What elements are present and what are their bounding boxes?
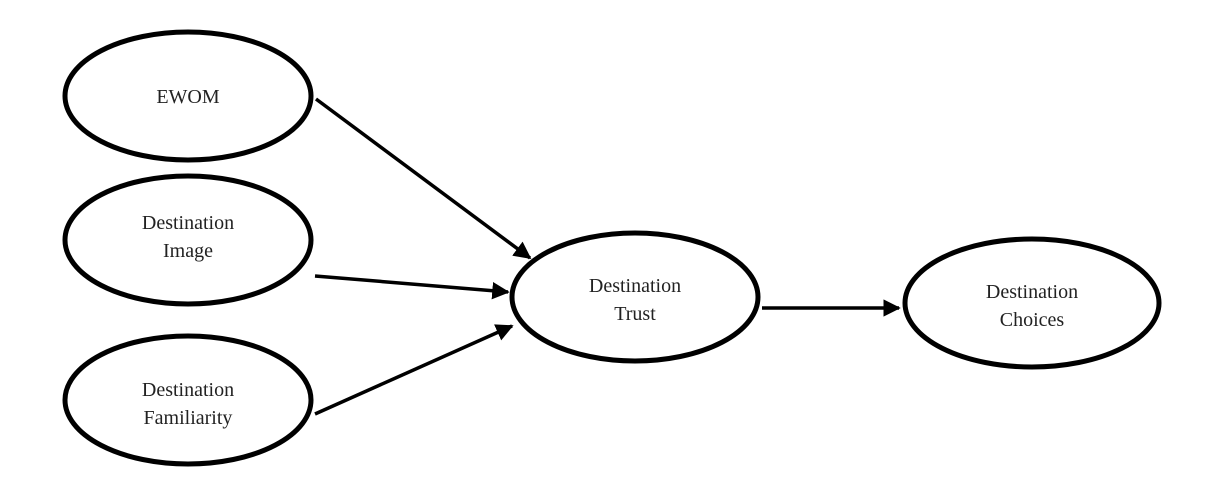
node-destination-choices: Destination Choices [902, 236, 1162, 370]
node-destination-trust-ellipse [509, 230, 761, 364]
node-destination-choices-label-line-1: Destination [986, 281, 1078, 303]
node-destination-trust-label-line-1: Destination [589, 275, 681, 297]
node-destination-image: Destination Image [62, 173, 314, 307]
node-destination-image-label-line-1: Destination [142, 212, 234, 234]
arrow-image-to-trust [314, 274, 510, 300]
node-ewom-label: EWOM [156, 86, 220, 108]
node-destination-familiarity-ellipse [62, 333, 314, 467]
node-destination-familiarity-label-line-1: Destination [142, 379, 234, 401]
node-ewom-ellipse [62, 29, 314, 163]
arrow-familiarity-to-trust [314, 324, 514, 416]
node-destination-trust: Destination Trust [509, 230, 761, 364]
node-destination-image-ellipse [62, 173, 314, 307]
edges-layer [314, 97, 901, 416]
node-destination-familiarity: Destination Familiarity [62, 333, 314, 467]
node-destination-choices-ellipse [902, 236, 1162, 370]
node-destination-familiarity-label-line-2: Familiarity [144, 407, 233, 429]
arrow-ewom-to-trust [314, 97, 532, 260]
node-destination-trust-label-line-2: Trust [614, 303, 656, 325]
node-ewom: EWOM [62, 29, 314, 163]
node-destination-image-label-line-2: Image [163, 240, 213, 262]
node-destination-choices-label-line-2: Choices [1000, 309, 1065, 331]
